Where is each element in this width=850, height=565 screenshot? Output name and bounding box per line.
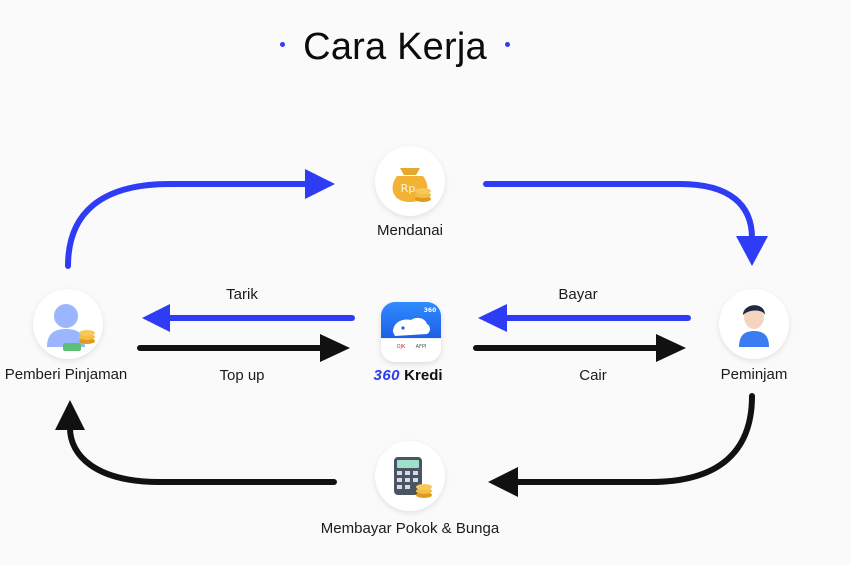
ojk-badge: OJK [397,344,406,350]
arrow-lender-to-funding [65,181,308,269]
svg-text:Rp: Rp [401,182,416,195]
withdraw-label: Tarik [226,286,258,303]
arrow-repayment-to-lender [67,425,337,485]
title-text: Cara Kerja [303,26,487,68]
page-title: Cara Kerja [0,26,790,69]
topup-label: Top up [219,367,265,384]
arrowhead-withdraw [142,304,170,332]
arrowhead-disburse [656,334,686,362]
brand-word: Kredi [404,367,443,384]
brand-number: 360 [373,367,401,384]
arrow-borrower-to-repayment [515,393,755,485]
afpi-badge: AFPI [416,344,427,350]
borrower-avatar-icon [719,289,789,359]
arrowhead-pay [478,304,507,332]
pay-label: Bayar [558,286,598,303]
title-dot-left [280,42,286,48]
arrowhead-lender [55,400,85,430]
title-dot-right [504,42,510,48]
app-logo-icon: 360 OJK AFPI [381,302,441,362]
app-icon-text: 360 [424,307,437,314]
calculator-icon [375,441,445,511]
borrower-label: Peminjam [720,366,788,383]
arrowhead-topup [320,334,350,362]
arrowhead-borrower [736,236,768,266]
arrow-funding-to-borrower [483,181,755,241]
arrowhead-funding [305,169,335,199]
arrowhead-repayment [488,467,518,497]
funding-label: Mendanai [377,222,443,239]
lender-label: Pemberi Pinjaman [4,366,128,383]
brand-name: 360 Kredi [373,367,442,384]
money-bag-icon: Rp [375,146,445,216]
disburse-label: Cair [579,367,607,384]
repayment-label: Membayar Pokok & Bunga [320,520,500,537]
lender-avatar-icon [33,289,103,359]
